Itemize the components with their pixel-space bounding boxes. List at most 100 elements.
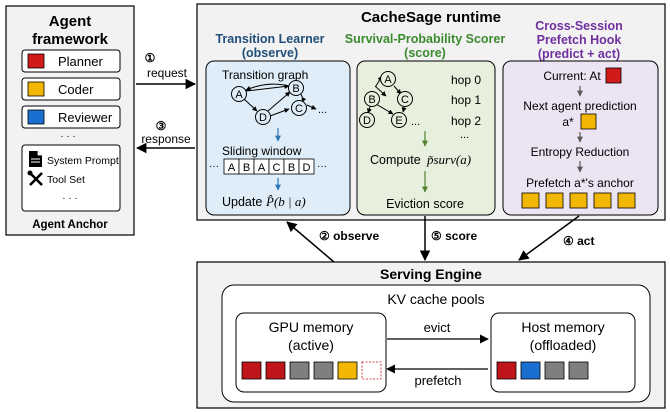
svg-text:hop 0: hop 0 xyxy=(451,73,481,87)
gpu-memory-state: (active) xyxy=(288,337,334,353)
agent-coder[interactable]: Coder xyxy=(21,77,121,101)
serving-engine-panel: Serving Engine KV cache pools GPU memory… xyxy=(196,261,666,409)
survival-scorer-subtitle: (score) xyxy=(404,46,446,60)
next-agent-label: Next agent prediction xyxy=(523,99,636,113)
svg-text:B: B xyxy=(288,162,295,174)
kv-block xyxy=(361,361,382,380)
response-flow: ③ response xyxy=(135,119,195,154)
request-number: ① xyxy=(145,51,156,65)
anchor-block xyxy=(593,192,612,209)
agent-framework-title-1: Agent xyxy=(49,13,92,30)
agent-reviewer[interactable]: Reviewer xyxy=(21,105,121,129)
agent-planner[interactable]: Planner xyxy=(21,49,121,73)
kv-block xyxy=(520,361,541,380)
gpu-memory-pool: GPU memory (active) xyxy=(235,312,387,393)
svg-text:A: A xyxy=(228,162,236,174)
entropy-reduction-label: Entropy Reduction xyxy=(531,145,630,159)
window-cell: A xyxy=(253,158,270,175)
transition-learner-card: Transition Learner (observe) Transition … xyxy=(205,32,351,216)
agent-color-swatch xyxy=(27,81,45,97)
svg-text:B: B xyxy=(243,162,250,174)
prefetch-label: prefetch xyxy=(415,373,462,388)
hop-node-e: E xyxy=(391,112,407,128)
agent-anchor-title: Agent Anchor xyxy=(32,219,108,231)
request-label: request xyxy=(147,66,188,80)
transition-graph-label: Transition graph xyxy=(222,68,308,82)
survival-scorer-card: Survival-Probability Scorer (score) A B xyxy=(345,32,506,216)
kv-block xyxy=(568,361,589,380)
graph-node-b: B xyxy=(288,80,304,96)
agent-label: Coder xyxy=(58,82,94,97)
observe-flow: ② observe xyxy=(286,221,379,263)
transition-learner-subtitle: (observe) xyxy=(242,46,298,60)
transition-learner-title: Transition Learner xyxy=(215,32,324,46)
runtime-title: CacheSage runtime xyxy=(361,9,501,26)
anchor-ellipsis: · · · xyxy=(62,193,78,204)
update-formula: P̂(b | a) xyxy=(265,194,306,209)
kv-block xyxy=(544,361,565,380)
survival-scorer-title: Survival-Probability Scorer xyxy=(345,32,506,46)
document-icon xyxy=(29,151,42,167)
svg-text:hop 1: hop 1 xyxy=(451,93,481,107)
svg-text:A: A xyxy=(258,162,266,174)
anchor-block xyxy=(521,192,540,209)
anchor-item-system-prompt: System Prompt xyxy=(47,155,119,167)
anchor-block xyxy=(569,192,588,209)
window-cell: C xyxy=(268,158,285,175)
act-flow: ④ act xyxy=(518,215,594,261)
anchor-block xyxy=(545,192,564,209)
agents-ellipsis: · · · xyxy=(60,131,76,142)
agent-label: Reviewer xyxy=(58,110,113,125)
svg-text:hop 2: hop 2 xyxy=(451,114,481,128)
compute-label: Compute xyxy=(370,153,421,167)
svg-text:D: D xyxy=(259,112,267,124)
kv-block xyxy=(496,361,517,380)
hop-node-a: A xyxy=(380,71,396,87)
svg-text:C: C xyxy=(401,94,409,106)
svg-text:C: C xyxy=(295,103,303,115)
current-agent-swatch xyxy=(605,67,622,84)
kv-block xyxy=(241,361,262,380)
sliding-window: ··· A B A C B D ··· xyxy=(209,158,327,175)
score-flow: ⑤ score xyxy=(419,216,477,262)
tools-icon xyxy=(27,170,43,186)
svg-text:D: D xyxy=(303,162,311,174)
graph-node-d: D xyxy=(255,109,271,125)
agent-framework-panel: Agent framework Planner Coder Reviewer ·… xyxy=(5,5,135,236)
score-label: ⑤ score xyxy=(431,229,477,243)
hop-node-b: B xyxy=(364,91,380,107)
request-flow: ① request xyxy=(136,51,197,90)
svg-text:B: B xyxy=(368,94,375,106)
response-label: response xyxy=(141,132,191,146)
eviction-score-label: Eviction score xyxy=(386,197,464,211)
prefetch-hook-title-3: (predict + act) xyxy=(538,47,620,61)
svg-text:...: ... xyxy=(460,129,469,141)
response-number: ③ xyxy=(156,119,167,133)
serving-engine-title: Serving Engine xyxy=(380,266,482,282)
svg-text:···: ··· xyxy=(209,161,219,172)
kv-cache-pools-label: KV cache pools xyxy=(387,291,484,307)
kv-block xyxy=(289,361,310,380)
svg-text:···: ··· xyxy=(317,161,327,172)
agent-anchor-box: System Prompt Tool Set · · · xyxy=(21,144,121,212)
compute-formula: p̃surv(a) xyxy=(426,152,471,167)
kv-block xyxy=(265,361,286,380)
next-agent-swatch xyxy=(580,113,597,130)
anchor-item-tool-set: Tool Set xyxy=(47,174,85,186)
anchor-block xyxy=(617,192,636,209)
sliding-window-label: Sliding window xyxy=(222,144,302,158)
graph-node-c: C xyxy=(291,100,307,116)
host-memory-state: (offloaded) xyxy=(530,337,597,353)
svg-text:A: A xyxy=(235,89,243,101)
gpu-kv-blocks xyxy=(241,361,382,380)
evict-flow: evict xyxy=(387,320,489,344)
agent-color-swatch xyxy=(27,109,45,125)
evict-label: evict xyxy=(424,320,451,335)
window-cell: D xyxy=(298,158,315,175)
prefetch-hook-title-2: Prefetch Hook xyxy=(537,33,622,47)
window-cell: B xyxy=(238,158,255,175)
prefetch-hook-title-1: Cross-Session xyxy=(535,19,623,33)
gpu-memory-label: GPU memory xyxy=(269,319,354,335)
hop-tree-ellipsis: ... xyxy=(411,116,420,128)
